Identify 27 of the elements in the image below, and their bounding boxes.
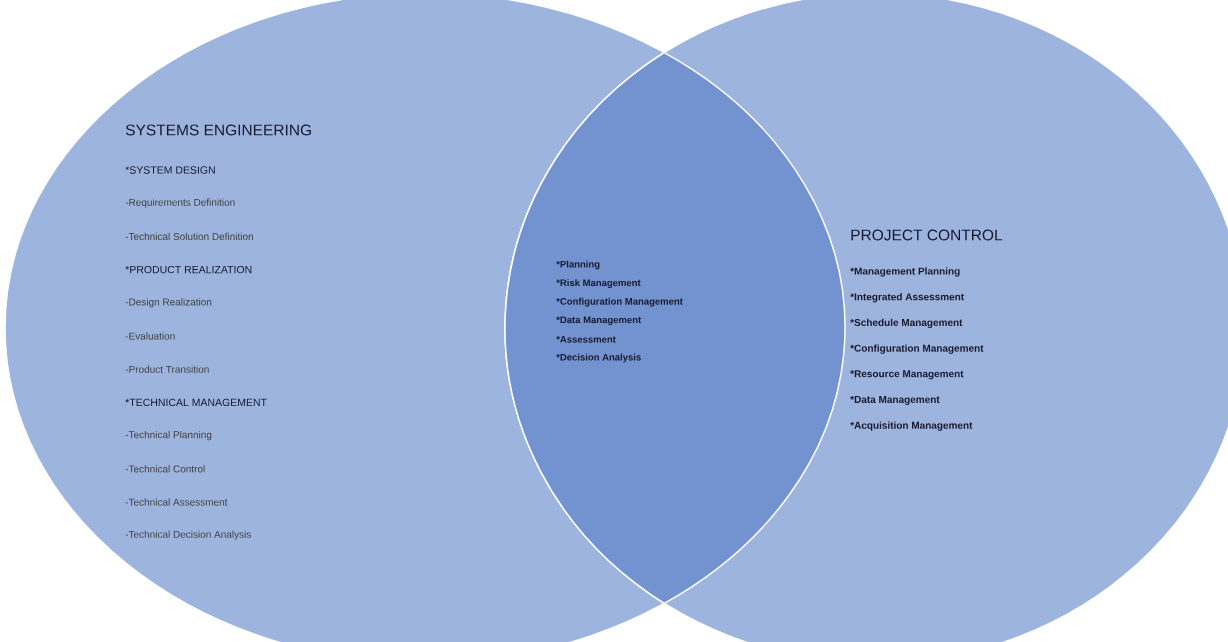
list-item: -Product Transition [125, 365, 209, 373]
heading: SYSTEMS ENGINEERING [125, 124, 311, 136]
list-item: *Assessment [556, 336, 616, 343]
list-item: *Schedule Management [850, 318, 963, 329]
list-item: -Design Realization [125, 298, 212, 308]
list-item: *Configuration Management [556, 297, 683, 307]
list-item: *Configuration Management [850, 344, 984, 354]
list-item: *Data Management [556, 316, 642, 326]
list-item: *Risk Management [556, 279, 641, 289]
list-item: *Management Planning [850, 267, 960, 277]
list-item: *Resource Management [850, 370, 964, 380]
list-item: *Acquisition Management [850, 421, 973, 431]
section-heading: *PRODUCT REALIZATION [125, 265, 252, 274]
list-item: -Technical Decision Analysis [125, 530, 251, 540]
list-item: -Technical Solution Definition [125, 232, 253, 241]
list-item: -Evaluation [125, 332, 175, 340]
list-item: -Technical Assessment [125, 498, 228, 506]
list-item: -Requirements Definition [125, 198, 235, 208]
list-item: *Decision Analysis [556, 353, 641, 363]
list-item: *Planning [556, 260, 600, 270]
section-heading: *TECHNICAL MANAGEMENT [125, 398, 267, 407]
list-item: *Data Management [850, 396, 940, 405]
heading: PROJECT CONTROL [851, 229, 1003, 241]
list-item: -Technical Control [125, 465, 205, 473]
section-heading: *SYSTEM DESIGN [125, 166, 215, 174]
list-item: -Technical Planning [125, 430, 212, 441]
list-item: *Integrated Assessment [850, 293, 964, 303]
